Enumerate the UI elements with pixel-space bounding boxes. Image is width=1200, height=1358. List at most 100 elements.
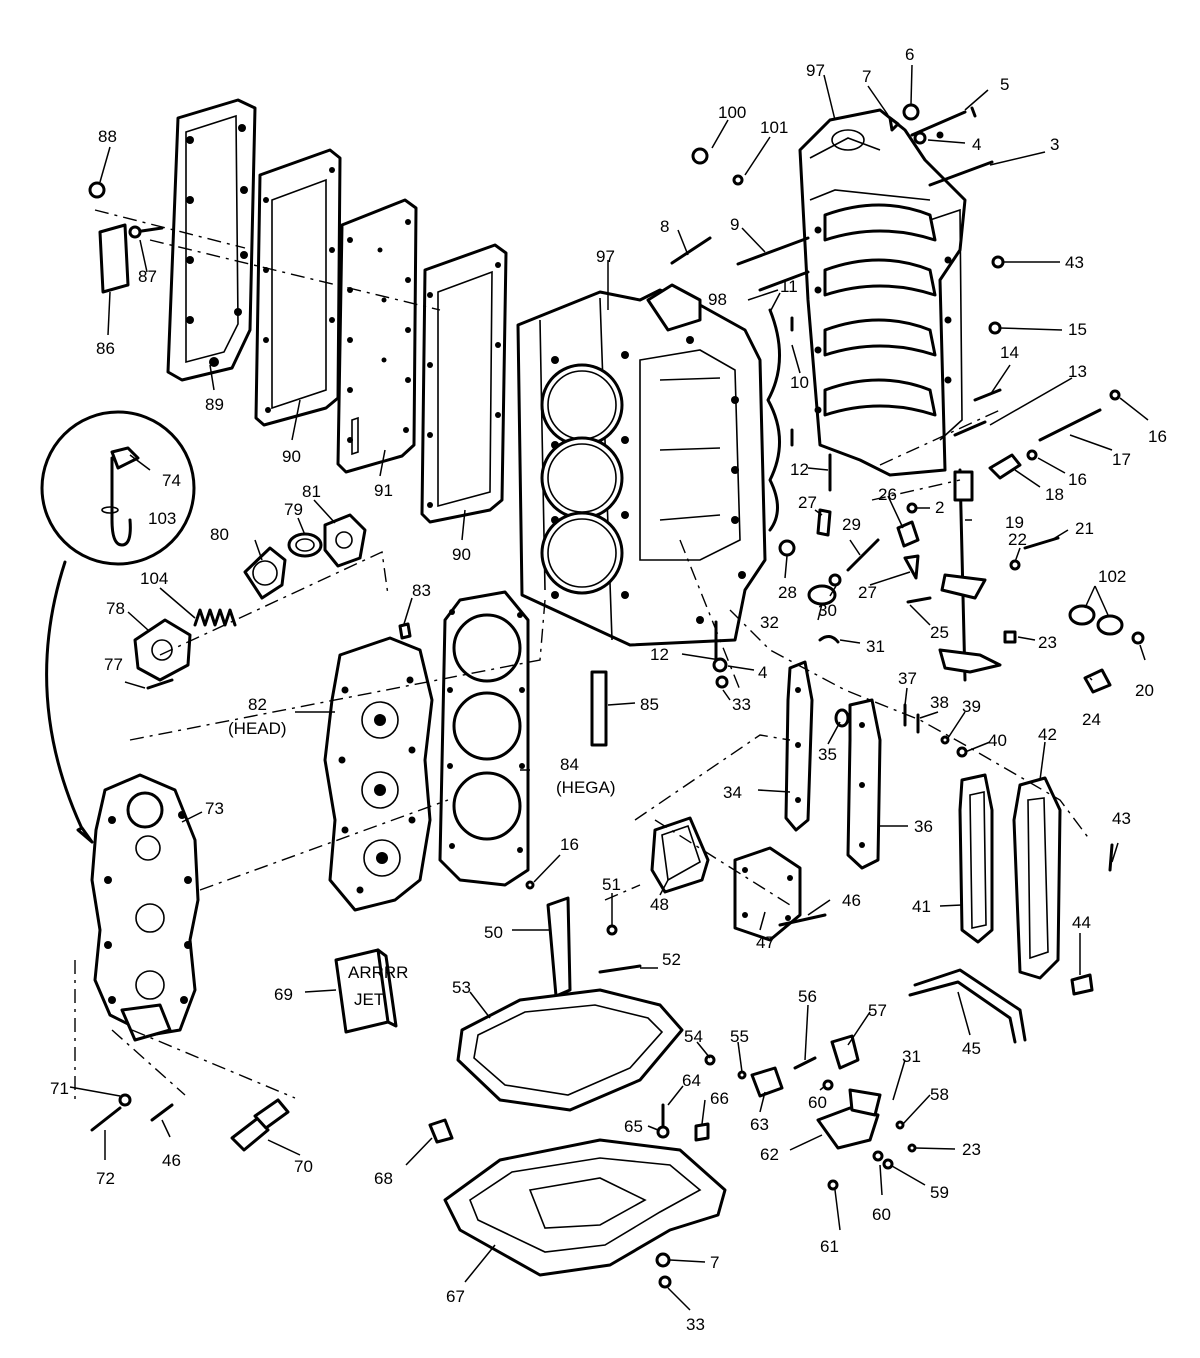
callout-32: 32 (760, 613, 779, 632)
decal-text-2: JET (354, 990, 384, 1009)
callout-45: 45 (962, 1039, 981, 1058)
crankcase-97 (798, 108, 967, 477)
callout-28: 28 (778, 583, 797, 602)
inset-arrowhead (76, 826, 94, 844)
gasket-53 (456, 988, 684, 1112)
callout-60-upper: 60 (808, 1093, 827, 1112)
callout-40: 40 (988, 731, 1007, 750)
callout-100: 100 (718, 103, 746, 122)
callout-79: 79 (284, 500, 303, 519)
cylinder-block-97 (516, 283, 767, 647)
callout-29: 29 (842, 515, 861, 534)
cylinder-head-82 (323, 636, 434, 912)
intake-gasket-41 (958, 773, 994, 944)
callout-15: 15 (1068, 320, 1087, 339)
callout-7-lower: 7 (710, 1253, 719, 1272)
callout-27-upper: 27 (798, 493, 817, 512)
callout-13: 13 (1068, 362, 1087, 381)
callout-33-upper: 33 (732, 695, 751, 714)
callout-77: 77 (104, 655, 123, 674)
callout-27-lower: 27 (858, 583, 877, 602)
callout-70: 70 (294, 1157, 313, 1176)
callout-87: 87 (138, 267, 157, 286)
callout-85: 85 (640, 695, 659, 714)
callout-97-block: 97 (596, 247, 615, 266)
callout-25: 25 (930, 623, 949, 642)
gasket-48 (650, 816, 710, 894)
callout-69: 69 (274, 985, 293, 1004)
inset-arrow (45, 560, 87, 837)
callout-21: 21 (1075, 519, 1094, 538)
callout-80: 80 (210, 525, 229, 544)
gasket-79 (287, 532, 323, 558)
callout-74: 74 (162, 471, 181, 490)
callout-26: 26 (878, 485, 897, 504)
callout-53: 53 (452, 978, 471, 997)
callout-12-lower: 12 (650, 645, 669, 664)
callout-73: 73 (205, 799, 224, 818)
thermostat-80 (243, 546, 287, 600)
callout-52: 52 (662, 950, 681, 969)
callout-78: 78 (106, 599, 125, 618)
callout-31-upper: 31 (866, 637, 885, 656)
cover-81 (323, 513, 367, 568)
hose-45 (908, 968, 1027, 1044)
callout-4-lower: 4 (758, 663, 767, 682)
callout-14: 14 (1000, 343, 1019, 362)
callout-47: 47 (756, 933, 775, 952)
callout-18: 18 (1045, 485, 1064, 504)
callout-38: 38 (930, 693, 949, 712)
callout-8: 8 (660, 217, 669, 236)
lever-63 (750, 1066, 784, 1098)
callout-36: 36 (914, 817, 933, 836)
callout-46-mid: 46 (842, 891, 861, 910)
callout-84-hega: (HEGA) (556, 778, 616, 797)
callout-42: 42 (1038, 725, 1057, 744)
callout-84: 84 (560, 755, 579, 774)
callout-101: 101 (760, 118, 788, 137)
callout-48: 48 (650, 895, 669, 914)
gasket-90-outer (420, 243, 508, 524)
callout-10: 10 (790, 373, 809, 392)
inset-detail-circle (40, 410, 196, 566)
gasket-90-inner (254, 148, 342, 427)
callout-17: 17 (1112, 450, 1131, 469)
callout-61: 61 (820, 1237, 839, 1256)
callout-2: 2 (935, 498, 944, 517)
callout-67: 67 (446, 1287, 465, 1306)
callout-66: 66 (710, 1089, 729, 1108)
callout-23-lower: 23 (962, 1140, 981, 1159)
bracket-50 (546, 896, 572, 998)
callout-83: 83 (412, 581, 431, 600)
pin-85 (590, 670, 608, 747)
callout-54: 54 (684, 1027, 703, 1046)
callout-82-head: (HEAD) (228, 719, 287, 738)
reed-plate-34 (784, 660, 814, 832)
callout-82: 82 (248, 695, 267, 714)
callout-20: 20 (1135, 681, 1154, 700)
callout-24: 24 (1082, 710, 1101, 729)
callout-31-lower: 31 (902, 1047, 921, 1066)
callout-16-lower: 16 (560, 835, 579, 854)
spark-plug-70 (230, 1098, 290, 1152)
callout-labels: 6 97 7 5 100 101 4 3 88 8 9 97 43 87 98 … (50, 45, 1167, 1334)
callout-60-lower: 60 (872, 1205, 891, 1224)
callout-97-crankcase: 97 (806, 61, 825, 80)
callout-81: 81 (302, 482, 321, 501)
callout-90-right: 90 (452, 545, 471, 564)
callout-35: 35 (818, 745, 837, 764)
intake-cover-42 (1012, 776, 1062, 980)
callout-6: 6 (905, 45, 914, 64)
callout-55: 55 (730, 1027, 749, 1046)
callout-44: 44 (1072, 913, 1091, 932)
callout-4-top: 4 (972, 135, 981, 154)
callout-33-lower: 33 (686, 1315, 705, 1334)
callout-5: 5 (1000, 75, 1009, 94)
callout-11: 11 (780, 277, 798, 296)
callout-7-top: 7 (862, 67, 871, 86)
bracket-62 (816, 1088, 882, 1150)
callout-86: 86 (96, 339, 115, 358)
callout-62: 62 (760, 1145, 779, 1164)
callout-51: 51 (602, 875, 621, 894)
